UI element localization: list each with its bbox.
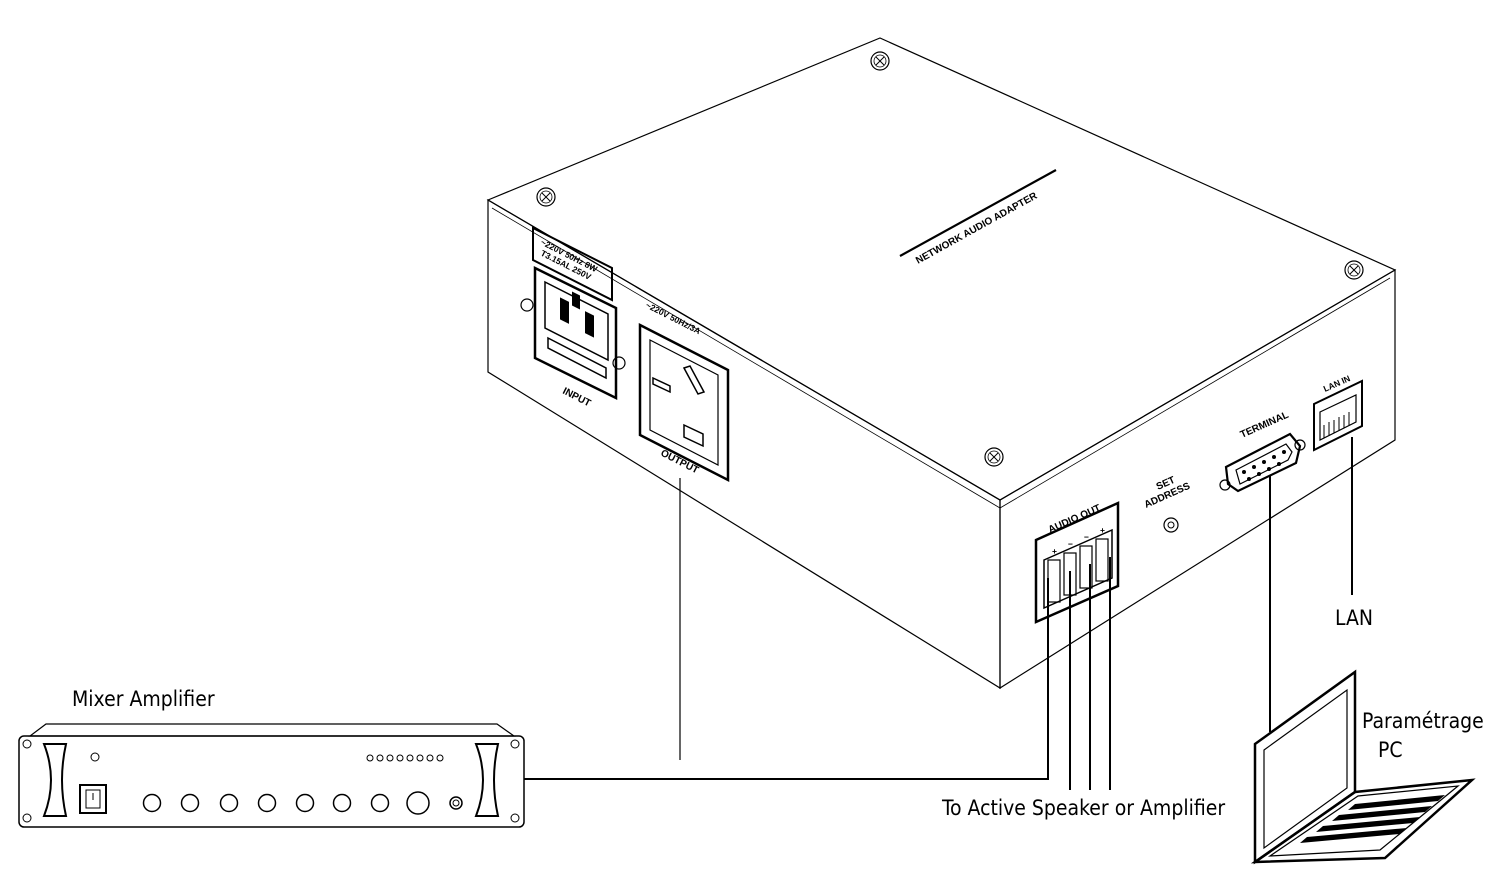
audio-polarity-4: + (1100, 525, 1105, 535)
set-address-button-icon (1163, 517, 1179, 533)
to-speaker-label: To Active Speaker or Amplifier (941, 796, 1225, 820)
screw-icon (536, 187, 556, 207)
mixer-front-panel (18, 735, 525, 828)
network-audio-adapter-box: NETWORK AUDIO ADAPTER ~220V 50Hz 8W T3.1… (486, 37, 1397, 690)
laptop-pc-icon (1250, 669, 1476, 865)
lan-in-label: LAN IN (1322, 373, 1352, 394)
knob-icon (370, 793, 390, 813)
audio-polarity-2: − (1068, 539, 1073, 549)
pc-label-line1: Paramétrage (1362, 709, 1484, 733)
keyboard-keys (1300, 795, 1445, 843)
power-switch-icon (79, 784, 107, 814)
cables (524, 437, 1353, 790)
mixer-amplifier-label: Mixer Amplifier (72, 687, 215, 711)
cable-mixer-to-adapter (524, 578, 1049, 780)
input-label: INPUT (561, 386, 593, 409)
master-knob-icon (406, 791, 430, 815)
jack-icon (449, 796, 463, 810)
screw-icon (984, 447, 1004, 467)
knob-icon (295, 793, 315, 813)
knob-icon (219, 793, 239, 813)
screw-icon (1344, 260, 1364, 280)
mixer-amplifier-device (18, 723, 525, 828)
terminal-label: TERMINAL (1239, 410, 1291, 441)
knob-icon (332, 793, 352, 813)
iec-input-socket-icon (520, 265, 626, 401)
brand-label: NETWORK AUDIO ADAPTER (914, 190, 1040, 266)
box-front-face (487, 198, 1001, 690)
audio-out-label: AUDIO OUT (1047, 503, 1103, 536)
audio-polarity-1: + (1052, 546, 1057, 556)
rj45-lan-port-icon (1313, 379, 1363, 452)
knob-icon (180, 793, 200, 813)
pc-label-line2: PC (1378, 738, 1403, 762)
screw-icon (870, 51, 890, 71)
box-right-face (999, 268, 1396, 690)
lan-label: LAN (1335, 606, 1373, 630)
db9-terminal-port-icon (1219, 432, 1306, 493)
power-led-icon (90, 752, 100, 762)
level-led-row-icon (366, 754, 444, 762)
audio-polarity-3: − (1084, 532, 1089, 542)
output-socket-icon (638, 322, 730, 483)
knob-icon (142, 793, 162, 813)
knob-icon (257, 793, 277, 813)
